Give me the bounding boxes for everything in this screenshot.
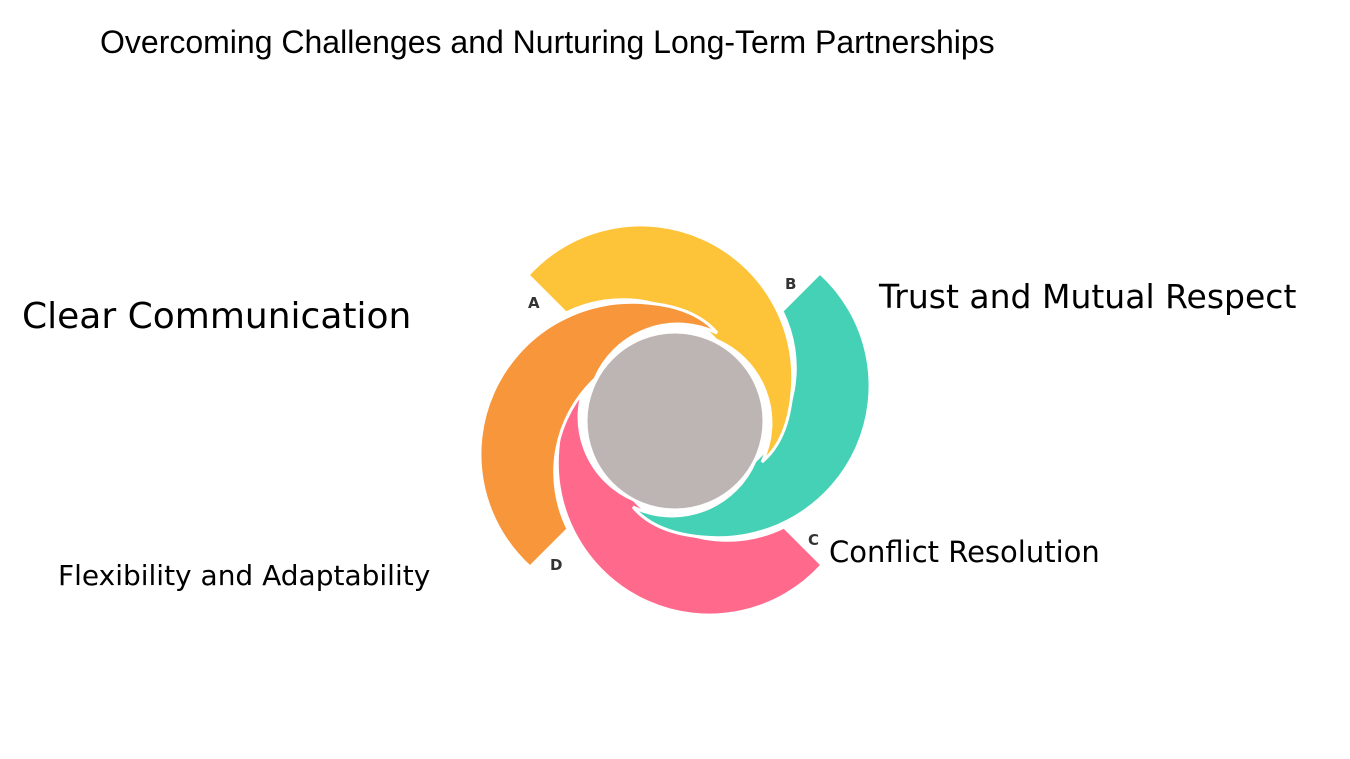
- letter-b: B: [785, 275, 797, 293]
- letter-a: A: [528, 294, 540, 312]
- letter-d: D: [550, 556, 563, 574]
- letter-c: C: [808, 531, 820, 549]
- label-trust-mutual-respect: Trust and Mutual Respect: [879, 277, 1297, 316]
- label-clear-communication: Clear Communication: [22, 296, 412, 337]
- label-flexibility-adaptability: Flexibility and Adaptability: [58, 559, 431, 592]
- diagram-title: Overcoming Challenges and Nurturing Long…: [100, 24, 995, 60]
- label-conflict-resolution: Conflict Resolution: [829, 535, 1100, 569]
- center-circle: [584, 330, 766, 512]
